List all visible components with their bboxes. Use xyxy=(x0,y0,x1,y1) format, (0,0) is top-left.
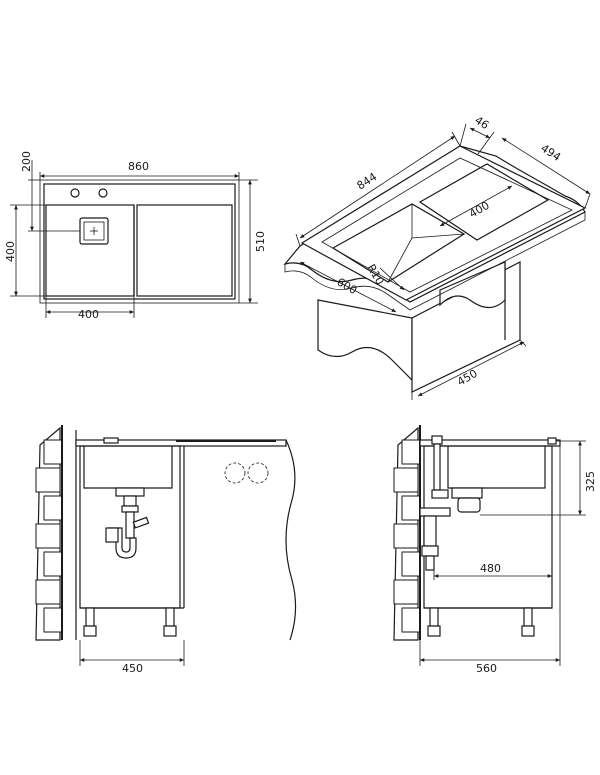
top-view: 860 510 400 200 400 xyxy=(4,151,267,321)
front-dim-cabinet-label: 450 xyxy=(122,662,143,675)
bowl-outline xyxy=(45,204,135,297)
waste-trap xyxy=(105,487,150,559)
iso-dim-depth-label: 494 xyxy=(538,142,563,164)
side-brick-pattern xyxy=(393,439,421,633)
iso-drainer xyxy=(418,163,550,241)
side-dim-cabinet-label: 560 xyxy=(476,662,497,675)
iso-dim-rim-label: 46 xyxy=(472,114,491,133)
drainer-outline xyxy=(136,204,233,297)
side-dim-height-label: 325 xyxy=(584,471,597,492)
cabinet-back xyxy=(439,261,506,309)
iso-dim-length-label: 844 xyxy=(355,170,380,192)
dim-depth-label: 510 xyxy=(254,231,267,252)
dim-width-label: 860 xyxy=(128,160,149,173)
side-cabinet xyxy=(423,445,553,609)
brick-pattern xyxy=(35,439,63,633)
waste-outlet-inner xyxy=(83,221,105,241)
dim-tap-offset-label: 200 xyxy=(20,151,33,172)
iso-view: 844 46 494 400 R10 600 450 xyxy=(283,114,591,400)
side-dim-drain-label: 480 xyxy=(480,562,501,575)
front-view: 450 xyxy=(35,425,297,675)
tap-hole xyxy=(70,188,80,198)
cabinet-side-left xyxy=(317,299,413,382)
front-bowl xyxy=(83,446,173,489)
side-view: 325 480 560 xyxy=(393,425,597,675)
dim-bowl-height-label: 400 xyxy=(4,241,17,262)
dim-bowl-width-label: 400 xyxy=(78,308,99,321)
sink-outline xyxy=(43,183,236,300)
sink-rim xyxy=(39,179,240,304)
tap-hole xyxy=(98,188,108,198)
side-bowl xyxy=(447,446,546,489)
